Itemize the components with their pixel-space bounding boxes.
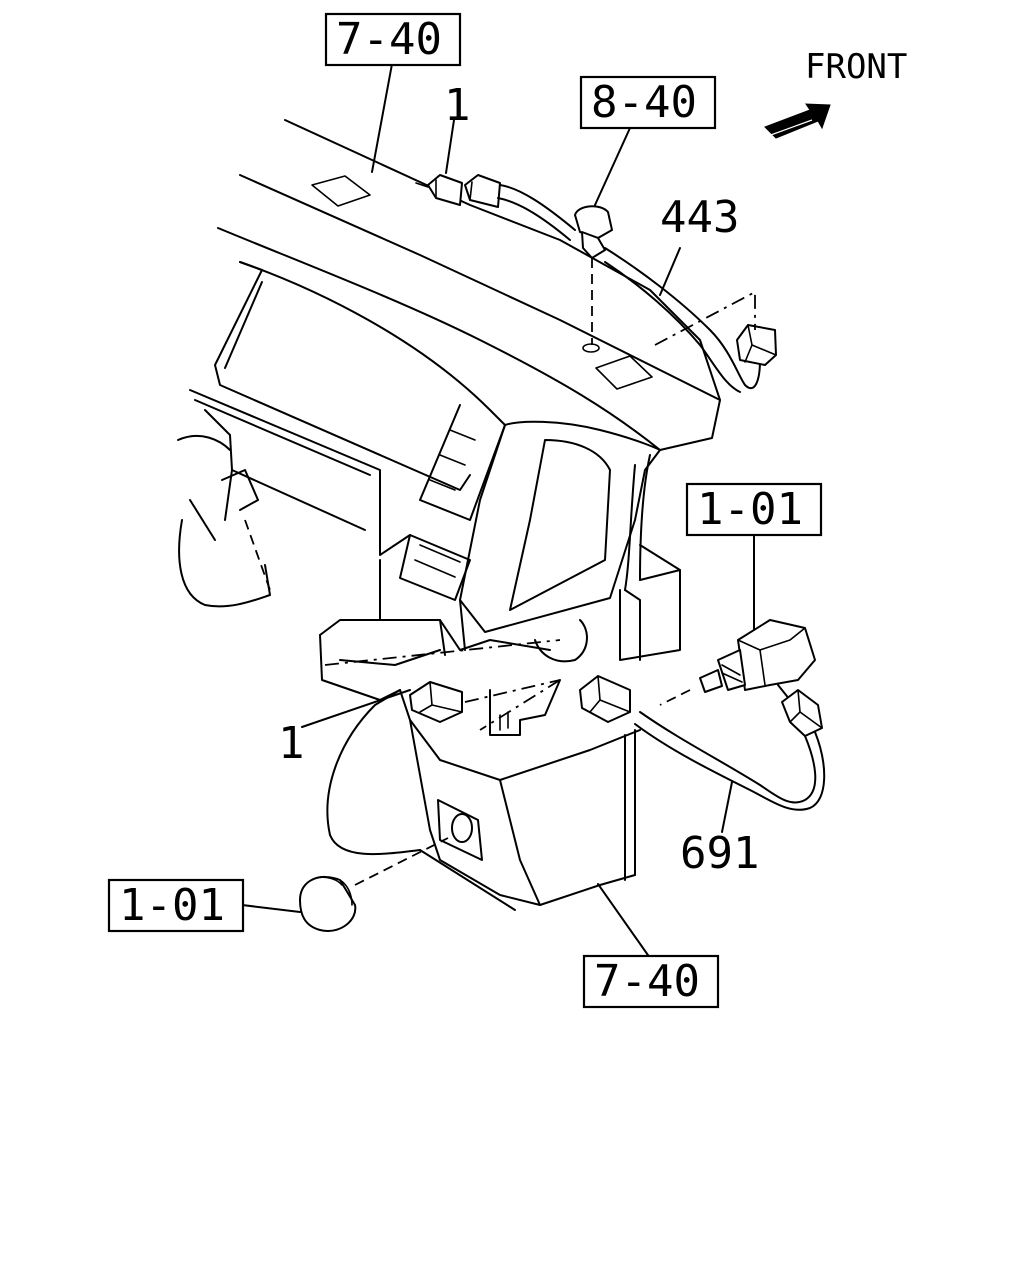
- connector-top-left: [415, 174, 463, 206]
- label-connector-top: 1: [444, 80, 471, 131]
- ref-label-top-7-40: 7-40: [336, 14, 442, 65]
- front-label: FRONT: [805, 47, 907, 87]
- switch-assembly: [409, 619, 826, 811]
- front-indicator: FRONT: [764, 47, 907, 139]
- ref-box-switch-1-01: 1-01: [685, 482, 823, 537]
- ref-box-top-7-40: 7-40: [324, 12, 462, 67]
- switch-body: [699, 619, 816, 693]
- switch-connector: [781, 689, 823, 737]
- harness-clip: [574, 205, 613, 259]
- connector-443-end: [736, 324, 777, 366]
- connector-bottom: [409, 681, 463, 723]
- connector-691-console: [579, 675, 631, 723]
- instrument-panel: [177, 119, 721, 911]
- leader-lines: [241, 63, 755, 959]
- label-harness-443: 443: [660, 192, 739, 243]
- ref-label-switch-1-01: 1-01: [697, 484, 803, 535]
- ref-label-8-40: 8-40: [591, 77, 697, 128]
- label-harness-691: 691: [680, 828, 759, 879]
- ref-label-bottom-7-40: 7-40: [594, 956, 700, 1007]
- outlet-cap: [299, 837, 449, 932]
- front-arrow-icon: [764, 103, 831, 139]
- harness-443-assembly: [415, 174, 777, 393]
- ref-box-bottom-7-40: 7-40: [582, 954, 720, 1009]
- ref-box-8-40: 8-40: [579, 75, 717, 130]
- label-connector-bottom: 1: [278, 718, 305, 769]
- ref-label-cap-1-01: 1-01: [119, 880, 225, 931]
- ref-box-cap-1-01: 1-01: [107, 878, 245, 933]
- connector-top-right: [464, 174, 501, 208]
